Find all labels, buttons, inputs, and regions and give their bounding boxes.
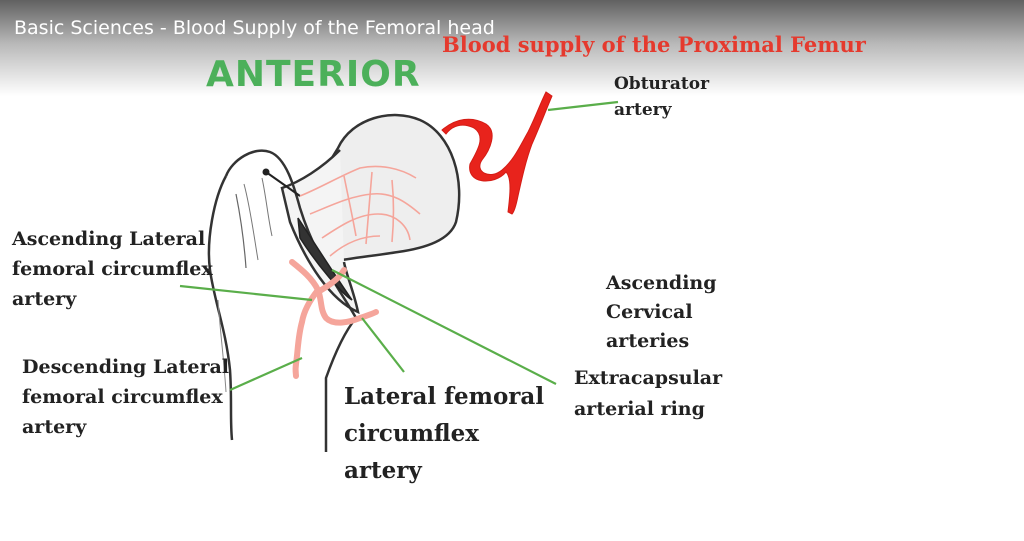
- label-descending-lateral-line3: artery: [22, 416, 86, 438]
- label-extracapsular-line1: Extracapsular: [574, 367, 722, 389]
- video-title[interactable]: Basic Sciences - Blood Supply of the Fem…: [14, 17, 495, 39]
- label-lateral-femoral-line1: Lateral femoral: [344, 383, 544, 410]
- label-ascending-lateral-line1: Ascending Lateral: [12, 228, 205, 250]
- label-ascending-cervical-line1: Ascending: [606, 272, 717, 294]
- label-lateral-femoral-line2: circumflex: [344, 420, 479, 447]
- label-extracapsular-line2: arterial ring: [574, 398, 705, 420]
- view-label: ANTERIOR: [206, 54, 421, 95]
- label-ascending-lateral-line2: femoral circumflex: [12, 258, 213, 280]
- label-ascending-lateral-line3: artery: [12, 288, 76, 310]
- label-obturator-line1: Obturator: [614, 74, 709, 94]
- diagram-title: Blood supply of the Proximal Femur: [442, 32, 866, 57]
- label-ascending-cervical-line2: Cervical: [606, 301, 693, 323]
- label-descending-lateral-line2: femoral circumflex: [22, 386, 223, 408]
- label-lateral-femoral-line3: artery: [344, 457, 422, 484]
- label-obturator-line2: artery: [614, 100, 671, 120]
- label-descending-lateral-line1: Descending Lateral: [22, 356, 229, 378]
- label-ascending-cervical-line3: arteries: [606, 330, 689, 352]
